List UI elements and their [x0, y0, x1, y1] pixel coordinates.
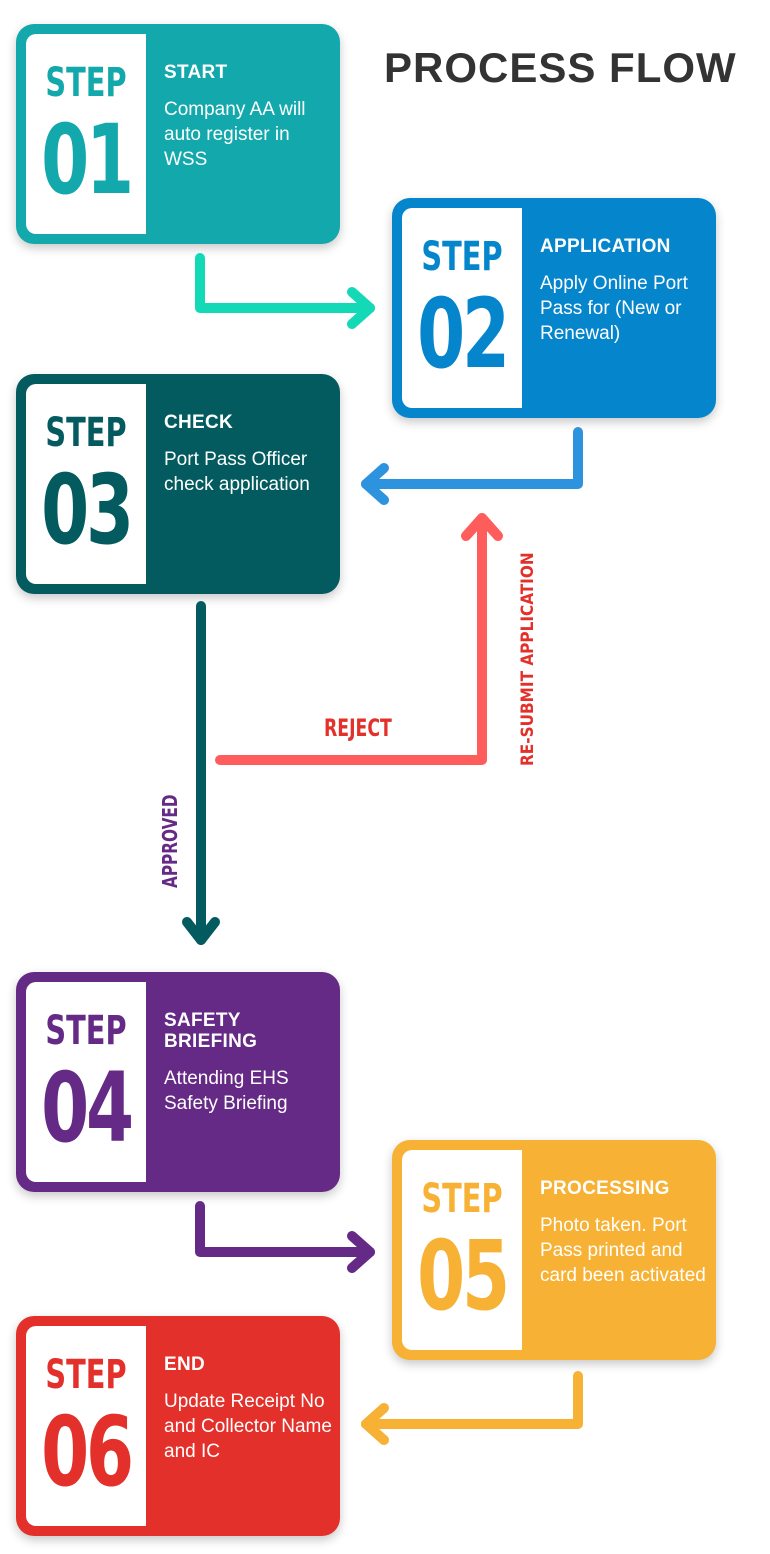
arrow-step5-to-step6 — [361, 1371, 583, 1445]
step-number: 04 — [41, 1052, 134, 1164]
step-description: Port Pass Officer check application — [164, 449, 310, 495]
step-heading: START — [164, 62, 228, 83]
arrow-approved — [182, 601, 220, 945]
step-card-04: STEP 04 SAFETY BRIEFING Attending EHS Sa… — [16, 972, 340, 1192]
step-badge: STEP 06 — [26, 1326, 146, 1526]
step-heading: CHECK — [164, 412, 234, 433]
step-description: Attending EHS Safety Briefing — [164, 1068, 289, 1114]
step-badge: STEP 04 — [26, 982, 146, 1182]
arrow-step2-to-step3 — [361, 427, 583, 505]
step-description: Update Receipt No and Collector Name and… — [164, 1391, 332, 1462]
step-description: Company AA will auto register in WSS — [164, 99, 306, 170]
step-word: STEP — [45, 410, 127, 456]
step-card-03: STEP 03 CHECK Port Pass Officer check ap… — [16, 374, 340, 594]
approved-label: APPROVED — [158, 794, 182, 888]
step-badge: STEP 02 — [402, 208, 522, 408]
resubmit-label: RE-SUBMIT APPLICATION — [518, 552, 538, 766]
step-word: STEP — [421, 1176, 503, 1222]
step-badge: STEP 05 — [402, 1150, 522, 1350]
step-word: STEP — [45, 1008, 127, 1054]
step-word: STEP — [421, 234, 503, 280]
step-card-06: STEP 06 END Update Receipt No and Collec… — [16, 1316, 340, 1536]
step-description: Apply Online Port Pass for (New or Renew… — [540, 273, 688, 344]
arrow-step1-to-step2 — [195, 253, 375, 329]
step-description: Photo taken. Port Pass printed and card … — [540, 1215, 706, 1286]
reject-label: REJECT — [324, 714, 392, 742]
step-heading: END — [164, 1354, 206, 1375]
step-card-01: STEP 01 START Company AA will auto regis… — [16, 24, 340, 244]
arrow-reject-resubmit — [215, 513, 503, 765]
step-card-02: STEP 02 APPLICATION Apply Online Port Pa… — [392, 198, 716, 418]
step-number: 06 — [41, 1396, 134, 1508]
step-word: STEP — [45, 60, 127, 106]
step-number: 05 — [417, 1220, 510, 1332]
step-heading: APPLICATION — [540, 236, 671, 257]
step-badge: STEP 03 — [26, 384, 146, 584]
step-number: 02 — [417, 278, 510, 390]
step-card-05: STEP 05 PROCESSING Photo taken. Port Pas… — [392, 1140, 716, 1360]
step-word: STEP — [45, 1352, 127, 1398]
arrow-step4-to-step5 — [195, 1201, 375, 1273]
step-heading: PROCESSING — [540, 1178, 670, 1199]
page-title: PROCESS FLOW — [384, 44, 737, 91]
step-badge: STEP 01 — [26, 34, 146, 234]
step-number: 03 — [41, 454, 134, 566]
step-number: 01 — [41, 104, 134, 216]
step-heading: SAFETY BRIEFING — [164, 1010, 258, 1052]
